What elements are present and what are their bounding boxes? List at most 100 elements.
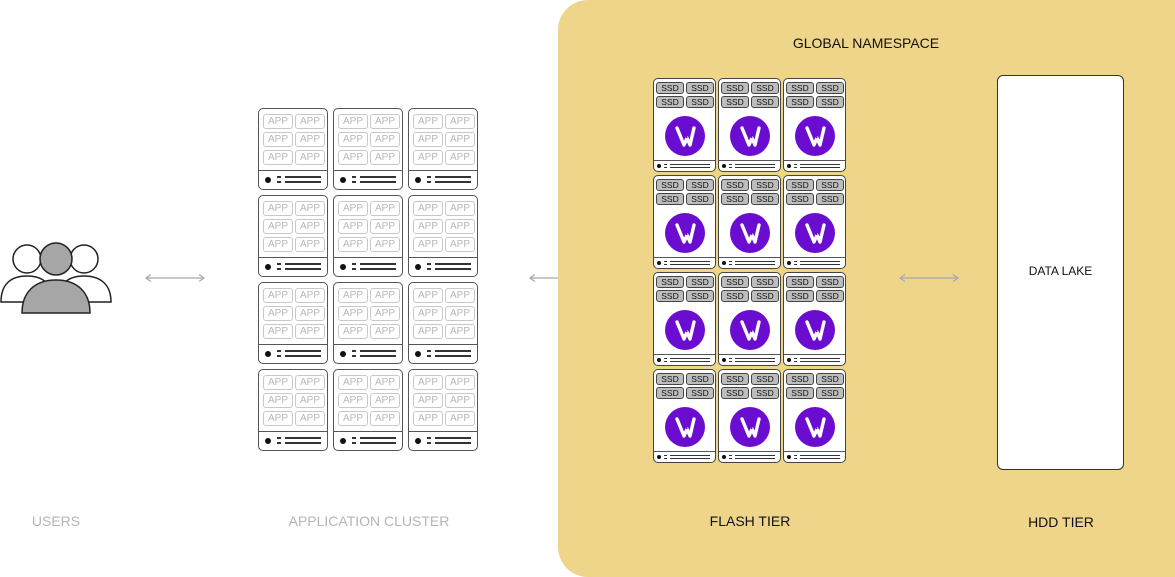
vent-line-icon: [735, 167, 775, 168]
vent-mark-icon: [427, 437, 431, 439]
vent-line-icon: [670, 358, 710, 359]
app-badge: APP: [445, 201, 475, 216]
data-lake-box: DATA LAKE: [997, 75, 1124, 470]
users-to-apps-arrow: [144, 274, 206, 282]
status-led-icon: [722, 261, 726, 265]
vendor-logo-icon: [730, 310, 770, 350]
vent-mark-icon: [427, 355, 431, 357]
vent-mark-icon: [664, 264, 667, 265]
global-namespace-label: GLOBAL NAMESPACE: [792, 35, 940, 51]
app-badge: APP: [413, 114, 443, 129]
app-badge: APP: [338, 306, 368, 321]
app-badge: APP: [263, 393, 293, 408]
app-badge: APP: [413, 375, 443, 390]
app-badge: APP: [295, 219, 325, 234]
ssd-chip: SSD: [751, 193, 779, 205]
server-status-bar: [259, 257, 327, 276]
vendor-logo-icon: [795, 116, 835, 156]
app-badge: APP: [370, 306, 400, 321]
app-badge: APP: [445, 393, 475, 408]
status-led-icon: [340, 264, 346, 270]
app-badge: APP: [445, 411, 475, 426]
app-badge: APP: [413, 393, 443, 408]
ssd-chip: SSD: [751, 290, 779, 302]
status-led-icon: [722, 455, 726, 459]
vent-mark-icon: [729, 261, 732, 262]
ssd-chip: SSD: [786, 290, 814, 302]
vent-mark-icon: [427, 350, 431, 352]
vent-line-icon: [735, 261, 775, 262]
app-badge: APP: [370, 114, 400, 129]
node-status-bar: [719, 354, 780, 365]
server-status-bar: [409, 170, 477, 189]
vent-line-icon: [670, 455, 710, 456]
app-badge: APP: [445, 288, 475, 303]
status-led-icon: [340, 351, 346, 357]
ssd-chip: SSD: [751, 96, 779, 108]
application-cluster-label: APPLICATION CLUSTER: [288, 513, 450, 529]
vent-line-icon: [360, 181, 396, 183]
vent-mark-icon: [729, 264, 732, 265]
ssd-chip: SSD: [786, 387, 814, 399]
app-badge: APP: [370, 288, 400, 303]
users-icon: [0, 242, 112, 314]
vent-line-icon: [435, 176, 471, 178]
vent-mark-icon: [729, 455, 732, 456]
node-status-bar: [784, 451, 845, 462]
server-status-bar: [259, 344, 327, 363]
vent-mark-icon: [427, 442, 431, 444]
app-badge: APP: [263, 201, 293, 216]
ssd-chip: SSD: [816, 82, 844, 94]
status-led-icon: [265, 438, 271, 444]
vent-line-icon: [800, 261, 840, 262]
vent-line-icon: [360, 350, 396, 352]
app-badge: APP: [295, 393, 325, 408]
ssd-chip: SSD: [786, 96, 814, 108]
vent-mark-icon: [664, 458, 667, 459]
app-badge: APP: [295, 150, 325, 165]
app-badge: APP: [263, 324, 293, 339]
vent-line-icon: [285, 263, 321, 265]
server-status-bar: [334, 257, 402, 276]
ssd-chip: SSD: [816, 179, 844, 191]
vent-line-icon: [735, 458, 775, 459]
ssd-chip: SSD: [816, 193, 844, 205]
ssd-chip: SSD: [751, 82, 779, 94]
ssd-chip: SSD: [786, 373, 814, 385]
vent-mark-icon: [352, 176, 356, 178]
app-badge: APP: [338, 201, 368, 216]
vent-mark-icon: [729, 167, 732, 168]
vendor-logo-icon: [665, 116, 705, 156]
vent-mark-icon: [794, 167, 797, 168]
vendor-logo-icon: [665, 213, 705, 253]
app-badge: APP: [263, 288, 293, 303]
vendor-logo-icon: [665, 310, 705, 350]
vent-line-icon: [735, 264, 775, 265]
vent-line-icon: [435, 263, 471, 265]
vent-mark-icon: [352, 442, 356, 444]
app-badge: APP: [370, 132, 400, 147]
server-status-bar: [334, 344, 402, 363]
vent-mark-icon: [729, 358, 732, 359]
ssd-chip: SSD: [786, 179, 814, 191]
vent-line-icon: [800, 167, 840, 168]
app-badge: APP: [370, 375, 400, 390]
status-led-icon: [265, 264, 271, 270]
vent-line-icon: [285, 350, 321, 352]
vent-mark-icon: [664, 261, 667, 262]
node-status-bar: [719, 257, 780, 268]
app-badge: APP: [263, 237, 293, 252]
vent-line-icon: [800, 455, 840, 456]
vent-mark-icon: [664, 167, 667, 168]
vent-line-icon: [800, 458, 840, 459]
ssd-chip: SSD: [721, 290, 749, 302]
